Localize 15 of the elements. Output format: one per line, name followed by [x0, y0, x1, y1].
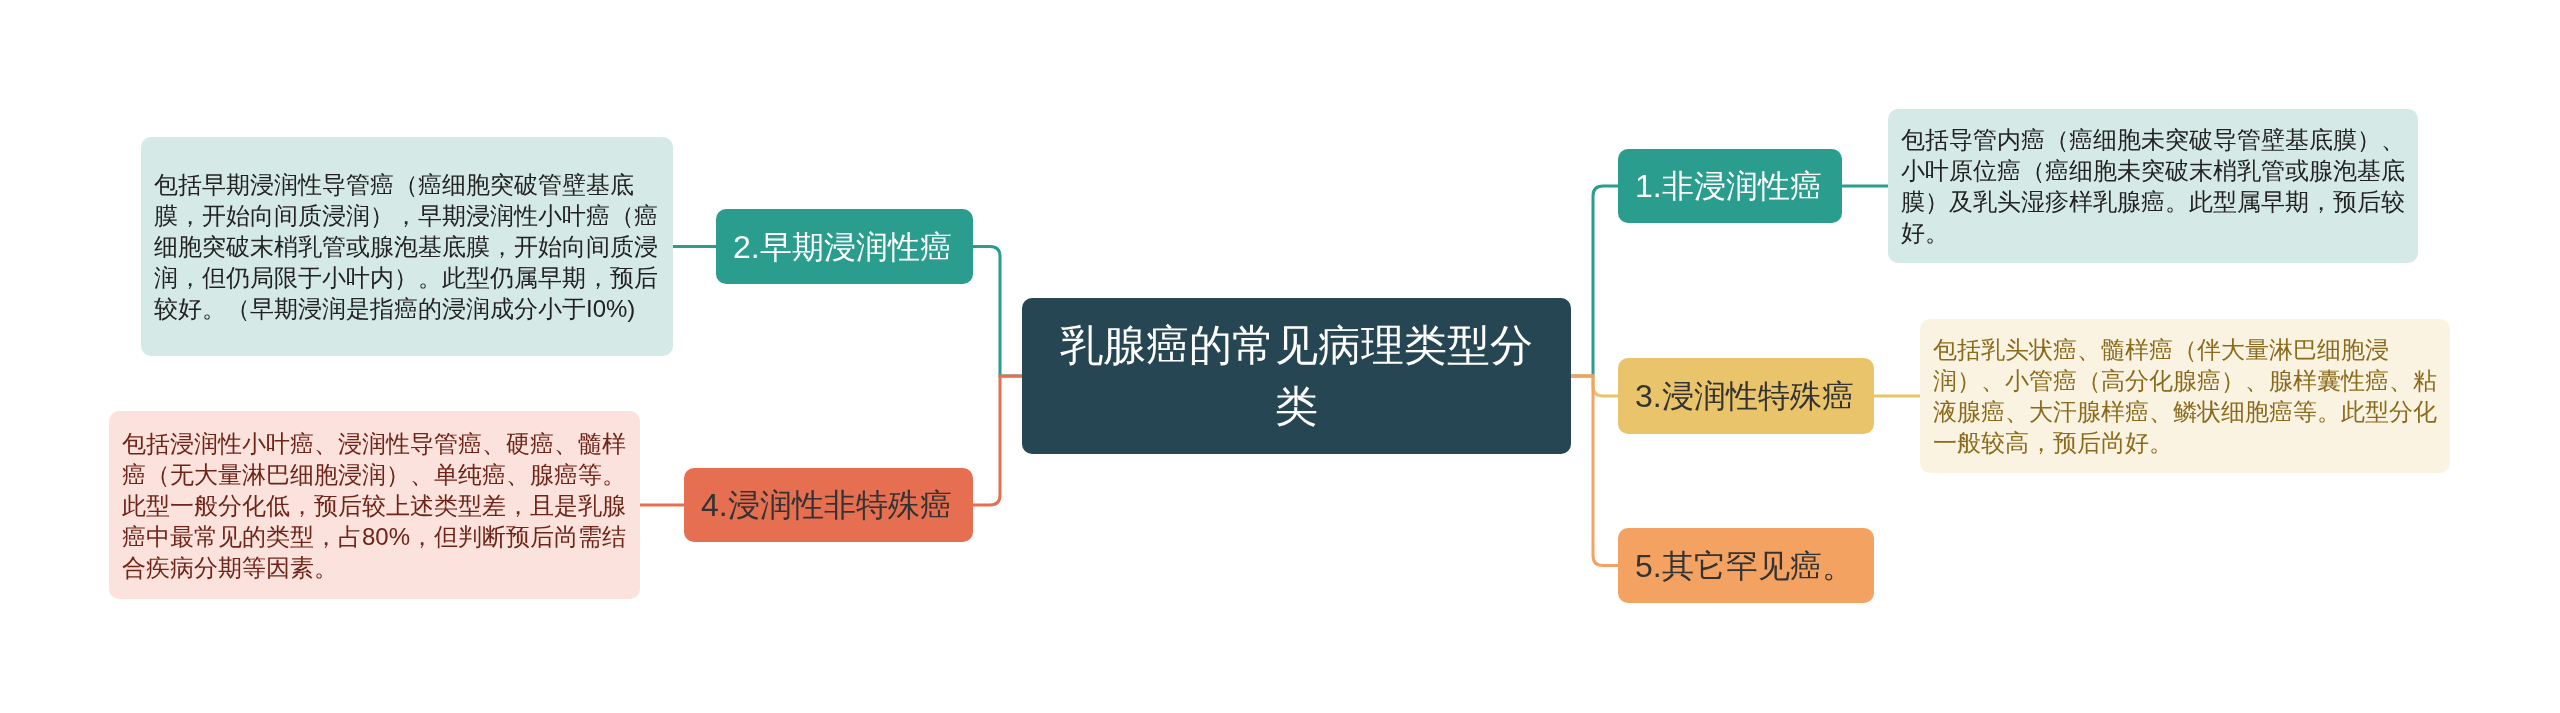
note-card: 包括乳头状癌、髓样癌（伴大量淋巴细胞浸润）、小管癌（高分化腺癌）、腺样囊性癌、粘液腺癌、大汗腺样癌、鳞状细胞癌等。此型分化一般较高，预后尚好。 — [1920, 319, 2450, 473]
connector-line — [673, 245, 716, 248]
branch-topic: 1.非浸润性癌 — [1618, 149, 1842, 223]
branch-topic: 5.其它罕见癌。 — [1618, 528, 1874, 603]
central-topic: 乳腺癌的常见病理类型分类 — [1022, 298, 1571, 454]
note-card: 包括浸润性小叶癌、浸润性导管癌、硬癌、髓样癌（无大量淋巴细胞浸润）、单纯癌、腺癌等。此型一般分化低，预后较上述类型差，且是乳腺癌中最常见的类型，占80%，但判断预后尚需结合疾病分期等因素。 — [109, 411, 640, 599]
branch-topic: 3.浸润性特殊癌 — [1618, 358, 1874, 434]
branch-topic: 2.早期浸润性癌 — [716, 209, 973, 284]
connector-line — [1874, 394, 1920, 398]
note-card: 包括早期浸润性导管癌（癌细胞突破管壁基底膜，开始向间质浸润），早期浸润性小叶癌（癌细胞突破末梢乳管或腺泡基底膜，开始向间质浸润，但仍局限于小叶内）。此型仍属早期，预后较好。（早期浸润是指癌的浸润成分小于I0%) — [141, 137, 673, 356]
connector-line — [1571, 374, 1618, 567]
connector-line — [640, 503, 684, 507]
connector-line — [1842, 184, 1888, 188]
branch-topic: 4.浸润性非特殊癌 — [684, 468, 973, 542]
note-card: 包括导管内癌（癌细胞未突破导管壁基底膜）、小叶原位癌（癌细胞未突破末梢乳管或腺泡基底膜）及乳头湿疹样乳腺癌。此型属早期，预后较好。 — [1888, 109, 2418, 263]
